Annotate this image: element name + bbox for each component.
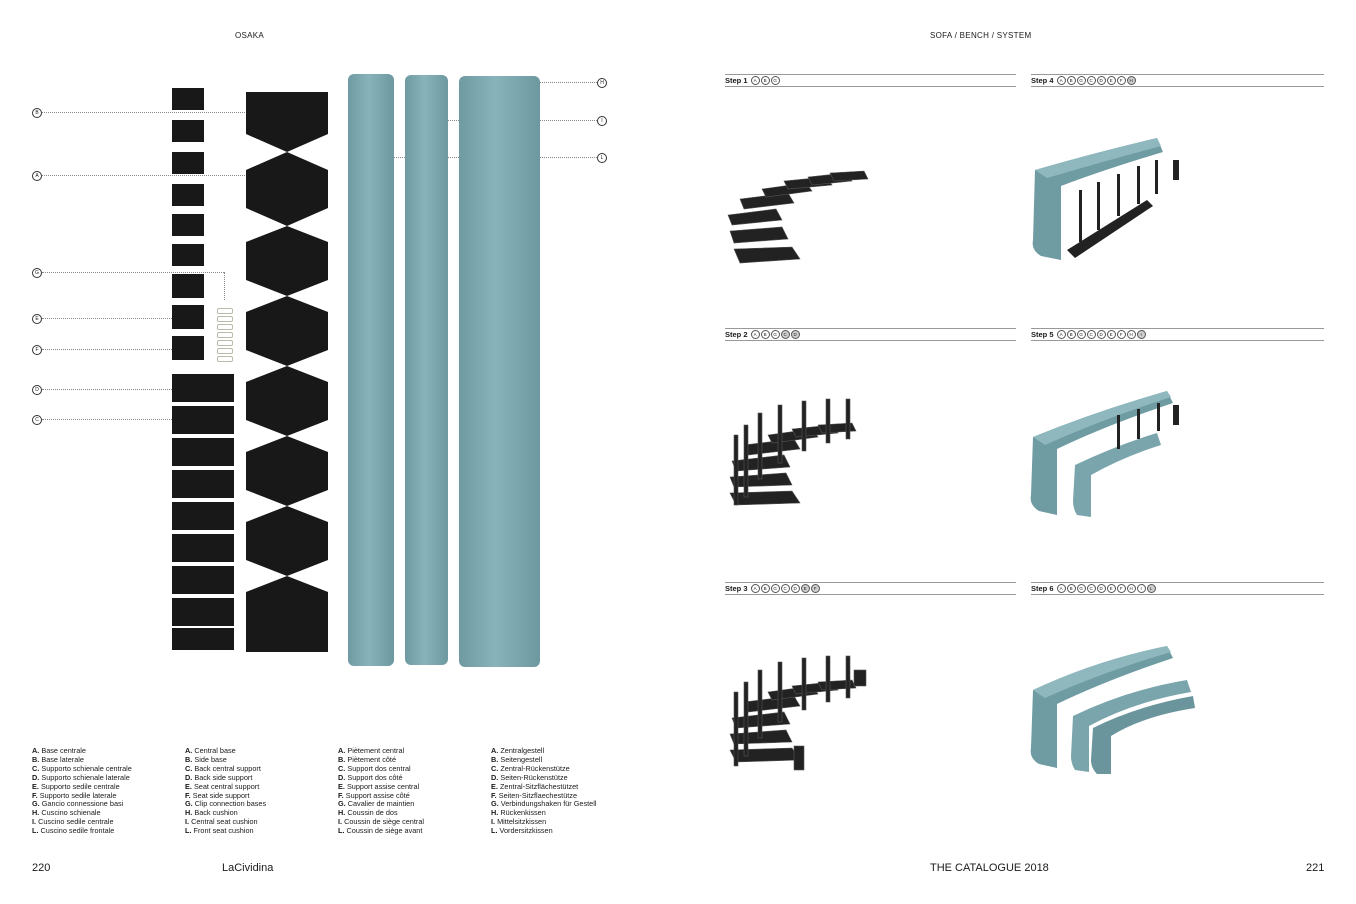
catalogue-title: THE CATALOGUE 2018 — [930, 862, 1049, 874]
leader-a — [42, 175, 247, 176]
leader-e — [42, 318, 182, 319]
page-header-left: OSAKA — [235, 31, 265, 40]
callout-h: H — [597, 78, 607, 88]
hexagon-bases — [246, 92, 328, 652]
step6-rule-bottom — [1031, 594, 1324, 595]
callout-i: I — [597, 116, 607, 126]
step6-rule-top — [1031, 582, 1324, 583]
step4-rule-bottom — [1031, 86, 1324, 87]
step4-rule-top — [1031, 74, 1324, 75]
step1-rule-top — [725, 74, 1016, 75]
brand-name: LaCividina — [222, 862, 274, 874]
callout-c: C — [32, 415, 42, 425]
step1-rule-bottom — [725, 86, 1016, 87]
step2-rule-bottom — [725, 340, 1016, 341]
back-cushion — [459, 76, 540, 667]
step4-illustration — [1032, 138, 1179, 260]
legend-german: A. Zentralgestell B. Seitengestell C. Ze… — [491, 746, 597, 836]
page-header-right: SOFA / BENCH / SYSTEM — [930, 31, 1032, 40]
legend-french: A. Piètement central B. Piètement côté C… — [338, 746, 424, 836]
step5-illustration — [1030, 391, 1179, 517]
legend-english: A. Central base B. Side base C. Back cen… — [185, 746, 267, 836]
step1-illustration — [727, 170, 869, 264]
leader-c — [42, 419, 182, 420]
callout-b: B — [32, 108, 42, 118]
step6-illustration — [1030, 646, 1195, 774]
page-number-left: 220 — [32, 862, 51, 874]
step3-rule-top — [725, 582, 1016, 583]
step5-rule-bottom — [1031, 340, 1324, 341]
step5-rule-top — [1031, 328, 1324, 329]
leader-f — [42, 349, 182, 350]
leader-b — [42, 112, 247, 113]
callout-f: F — [32, 345, 42, 355]
central-seat-cushion — [405, 75, 448, 665]
leader-g-drop — [224, 272, 225, 300]
callout-l: L — [597, 153, 607, 163]
callout-a: A — [32, 171, 42, 181]
leader-h — [535, 82, 597, 83]
page-number-right: 221 — [1306, 862, 1325, 874]
leader-d — [42, 389, 182, 390]
front-seat-cushion — [348, 74, 394, 666]
legend-italian: A. Base centrale B. Base laterale C. Sup… — [32, 746, 132, 836]
callout-e: E — [32, 314, 42, 324]
step3-illustration — [729, 655, 867, 771]
leader-g — [42, 272, 224, 273]
step3-rule-bottom — [725, 594, 1016, 595]
step2-illustration — [729, 398, 857, 506]
callout-g: G — [32, 268, 42, 278]
callout-d: D — [32, 385, 42, 395]
step2-rule-top — [725, 328, 1016, 329]
